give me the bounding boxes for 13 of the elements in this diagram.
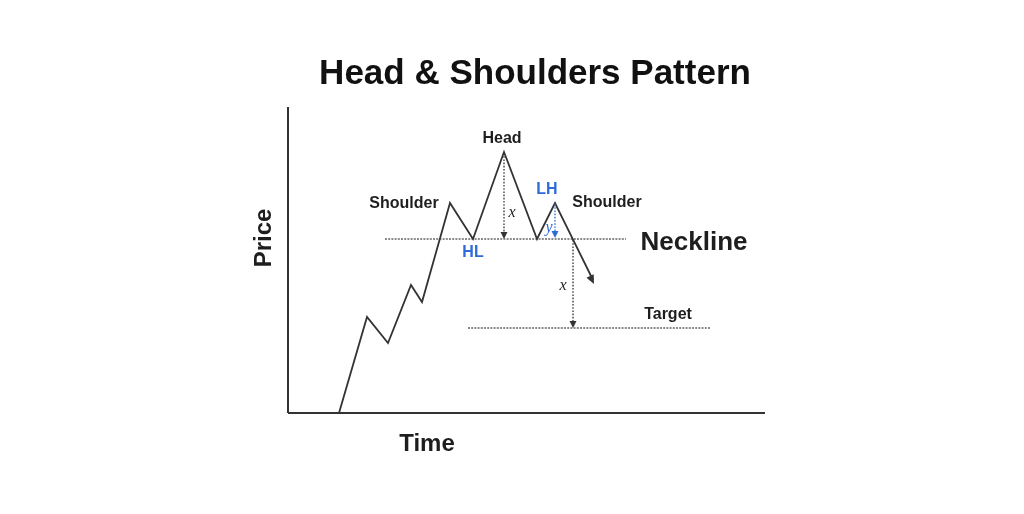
chart-title: Head & Shoulders Pattern <box>319 53 751 89</box>
peak-label: Head <box>482 130 522 146</box>
axis-title: Price <box>251 208 275 268</box>
neckline-label: Neckline <box>640 228 748 254</box>
measure-label: x <box>508 204 516 220</box>
target-label: Target <box>644 306 692 322</box>
measure-label: y <box>545 219 553 235</box>
peak-label: LH <box>536 181 558 197</box>
trough-label: HL <box>462 244 484 260</box>
shoulder-label: Shoulder <box>572 194 642 210</box>
axis-title: Time <box>399 431 455 455</box>
shoulder-label: Shoulder <box>369 195 439 211</box>
measure-label: x <box>559 277 567 293</box>
